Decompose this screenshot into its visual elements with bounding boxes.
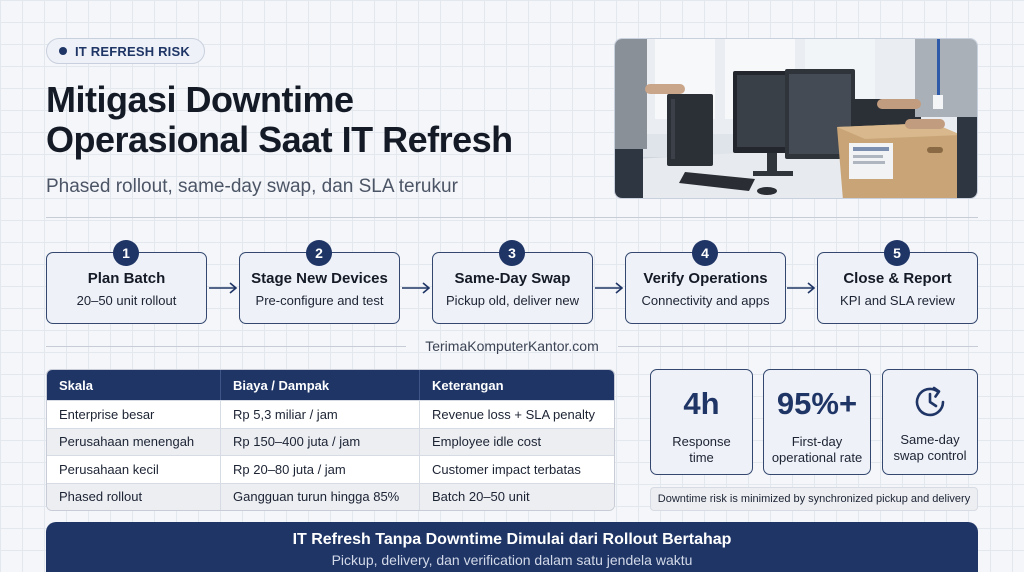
- clock-refresh-icon: [915, 386, 945, 417]
- metric-label: First-day operational rate: [764, 434, 870, 466]
- table-row: Perusahaan menengah Rp 150–400 juta / ja…: [47, 427, 614, 455]
- metric-card-operational-rate: 95%+ First-day operational rate: [763, 369, 871, 475]
- arrow-right-icon: [402, 282, 431, 294]
- table-cell: Rp 5,3 miliar / jam: [220, 401, 419, 428]
- step-subtitle: Connectivity and apps: [641, 293, 770, 308]
- office-photo-illustration: [615, 39, 977, 198]
- table-cell: Batch 20–50 unit: [419, 483, 614, 510]
- metric-label-line: First-day: [791, 434, 843, 449]
- page-subtitle: Phased rollout, same-day swap, dan SLA t…: [46, 176, 458, 197]
- step-title: Same-Day Swap: [454, 270, 571, 287]
- table-cell: Phased rollout: [59, 489, 143, 505]
- table-cell: Gangguan turun hingga 85%: [220, 483, 419, 510]
- title-line-1: Mitigasi Downtime: [46, 79, 354, 120]
- arrow-right-icon: [595, 282, 624, 294]
- impact-table: Skala Biaya / Dampak Keterangan Enterpri…: [46, 369, 615, 511]
- step-title: Stage New Devices: [251, 270, 388, 287]
- arrow-right-icon: [787, 282, 816, 294]
- step-number-badge: 1: [113, 240, 139, 266]
- step-title: Close & Report: [843, 270, 952, 287]
- step-subtitle: Pre-configure and test: [255, 293, 384, 308]
- metric-label-line: operational rate: [771, 450, 863, 465]
- table-header-row: Skala Biaya / Dampak Keterangan: [47, 370, 614, 400]
- metric-value: 95%+: [776, 386, 858, 421]
- step-number-badge: 2: [306, 240, 332, 266]
- metric-label: Same-day swap control: [883, 432, 977, 464]
- table-row: Enterprise besar Rp 5,3 miliar / jam Rev…: [47, 400, 614, 428]
- metrics-note: Downtime risk is minimized by synchroniz…: [650, 487, 978, 511]
- banner-subtitle: Pickup, delivery, dan verification dalam…: [331, 552, 693, 568]
- metric-value: 4h: [683, 386, 720, 421]
- step-subtitle: KPI and SLA review: [840, 293, 955, 308]
- metric-label-line: Same-day: [900, 432, 960, 447]
- table-cell: Rp 150–400 juta / jam: [220, 428, 419, 455]
- arrow-right-icon: [209, 282, 238, 294]
- category-tag: IT REFRESH RISK: [46, 38, 205, 64]
- footer-banner: IT Refresh Tanpa Downtime Dimulai dari R…: [46, 522, 978, 572]
- step-number-badge: 5: [884, 240, 910, 266]
- page-title: Mitigasi Downtime Operasional Saat IT Re…: [46, 80, 606, 160]
- metric-label-line: time: [689, 450, 714, 465]
- step-number-badge: 3: [499, 240, 525, 266]
- tag-label: IT REFRESH RISK: [75, 43, 190, 59]
- table-cell: Customer impact terbatas: [419, 456, 614, 483]
- site-divider-left: [46, 346, 406, 347]
- metric-card-swap-control: Same-day swap control: [882, 369, 978, 475]
- table-cell: Perusahaan kecil: [59, 461, 159, 477]
- site-label: TerimaKomputerKantor.com: [425, 338, 599, 354]
- table-cell: Enterprise besar: [59, 406, 155, 422]
- table-header-cell: Skala: [59, 377, 93, 393]
- title-line-2: Operasional Saat IT Refresh: [46, 119, 513, 160]
- step-number-badge: 4: [692, 240, 718, 266]
- table-row: Perusahaan kecil Rp 20–80 juta / jam Cus…: [47, 455, 614, 483]
- step-subtitle: Pickup old, deliver new: [446, 293, 579, 308]
- step-title: Verify Operations: [643, 270, 768, 287]
- step-card-plan-batch: Plan Batch 20–50 unit rollout: [46, 252, 207, 324]
- step-subtitle: 20–50 unit rollout: [76, 293, 177, 308]
- metric-label: Response time: [651, 434, 752, 466]
- step-card-same-day-swap: Same-Day Swap Pickup old, deliver new: [432, 252, 593, 324]
- header-divider: [46, 217, 978, 218]
- table-row: Phased rollout Gangguan turun hingga 85%…: [47, 482, 614, 510]
- step-title: Plan Batch: [87, 270, 166, 287]
- table-cell: Revenue loss + SLA penalty: [419, 401, 614, 428]
- table-cell: Perusahaan menengah: [59, 434, 195, 450]
- tag-dot-icon: [59, 47, 67, 55]
- metric-card-response-time: 4h Response time: [650, 369, 753, 475]
- banner-title: IT Refresh Tanpa Downtime Dimulai dari R…: [292, 531, 732, 548]
- site-divider-right: [618, 346, 978, 347]
- table-header-cell: Keterangan: [419, 370, 614, 400]
- office-photo: [614, 38, 978, 199]
- metric-label-line: swap control: [893, 448, 967, 463]
- metric-label-line: Response: [672, 434, 731, 449]
- table-header-cell: Biaya / Dampak: [220, 370, 419, 400]
- table-cell: Rp 20–80 juta / jam: [220, 456, 419, 483]
- table-cell: Employee idle cost: [419, 428, 614, 455]
